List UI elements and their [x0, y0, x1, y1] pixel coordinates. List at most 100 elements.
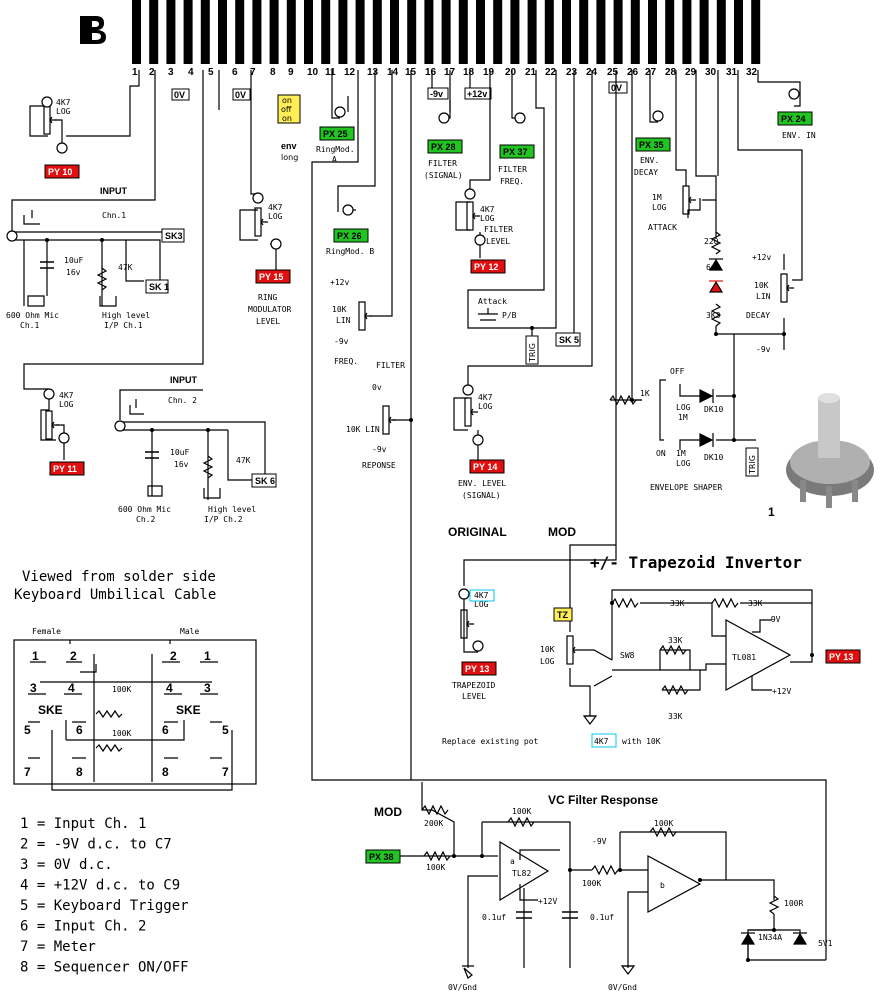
tag-tz: TZ [557, 610, 568, 620]
env-switch [277, 94, 301, 124]
pin-number: 4 [188, 67, 194, 78]
connector-pin-2: 2 [170, 649, 177, 663]
label-freq: FREQ. [334, 357, 358, 366]
label-d1n34a: 1N34A [758, 933, 782, 942]
label-ringmod_a1: RingMod. [316, 145, 355, 154]
label-op_b: b [660, 881, 665, 890]
rail-label-0v-p3: 0V [174, 90, 185, 100]
pot-py11 [45, 410, 60, 440]
tag-py14-box [469, 459, 505, 474]
legend-item: 4 = +12V d.c. to C9 [20, 878, 180, 894]
pin-number: 9 [288, 67, 294, 78]
tag-py15: PY 15 [259, 272, 283, 282]
label-m9v-decay: -9v [756, 345, 771, 354]
label-replace_a: Replace existing pot [442, 737, 539, 746]
label-ringmod_a2: A [332, 155, 337, 164]
label-mic1b: Ch.1 [20, 321, 39, 330]
connector-finger [218, 0, 227, 64]
label-r100r: 100R [784, 899, 803, 908]
tag-px24-box [777, 111, 813, 126]
pin-number: 22 [545, 67, 557, 78]
label-replace-box: 4K7 [594, 737, 609, 746]
label-z5v1: 5V1 [818, 939, 833, 948]
pin-number: 2 [149, 67, 155, 78]
connector-finger [252, 0, 262, 64]
pot-py12 [466, 201, 481, 231]
label-100k-fb2: 100K [654, 819, 673, 828]
label-1m-on: 1M [676, 449, 686, 458]
pin-number: 30 [705, 67, 717, 78]
connector-finger [476, 0, 485, 64]
label-trap_level2: LEVEL [462, 692, 486, 701]
label-replace_b: with 10K [622, 737, 661, 746]
label-dk10: DK10 [704, 405, 723, 414]
label-res47k: 47K [118, 263, 133, 272]
pin-number: 10 [307, 67, 319, 78]
tag-px37-box [499, 144, 535, 159]
connector-finger [734, 0, 743, 64]
pin-number: 19 [483, 67, 495, 78]
connector-finger [183, 0, 193, 64]
pin-number: 18 [463, 67, 475, 78]
pot-decay [780, 273, 795, 303]
tag-trig2-box [745, 447, 759, 477]
label-env_decay2: DECAY [634, 168, 658, 177]
pin-number: 8 [270, 67, 276, 78]
tag-py13b: PY 13 [829, 652, 853, 662]
label-tenk: 10K [332, 305, 347, 314]
legend-item: 6 = Input Ch. 2 [20, 919, 146, 935]
connector-finger [304, 0, 313, 64]
tag-sk5-box [555, 332, 581, 347]
label-cap01: 0.1uf [482, 913, 506, 922]
pin-number: 23 [566, 67, 578, 78]
tag-sk3-box [161, 228, 185, 243]
pot-value-4k7: 4K7 [474, 591, 489, 600]
connector-pin-4: 4 [68, 681, 75, 695]
label-res47k-2: 47K [236, 456, 251, 465]
tag-px38: PX 38 [369, 852, 394, 862]
env-label: env [281, 141, 297, 151]
connector-finger [235, 0, 245, 64]
label-lin-decay: LIN [756, 292, 771, 301]
label-100k-b: 100K [582, 879, 601, 888]
label-log-attack: LOG [652, 203, 667, 212]
label-mic2b: Ch.2 [136, 515, 155, 524]
tag-py12-box [470, 259, 506, 274]
label-gnd: 0V/Gnd [448, 983, 477, 992]
label-cap2a: 10uF [170, 448, 189, 457]
pot-value-4k7: 4K7 [268, 203, 283, 212]
label-viewed2: Keyboard Umbilical Cable [14, 587, 216, 603]
pot-taper-log: LOG [56, 107, 71, 116]
capacitors [40, 261, 578, 919]
label-off: OFF [670, 367, 685, 376]
pot-taper-log: LOG [59, 400, 74, 409]
label-pb: P/B [502, 311, 517, 320]
pot-value-4k7: 4K7 [56, 98, 71, 107]
connector-finger [286, 0, 296, 64]
label-hl1b: I/P Ch.1 [104, 321, 143, 330]
connector-finger [596, 0, 606, 64]
tag-sk6-box [251, 473, 277, 488]
pin-number: 29 [685, 67, 697, 78]
pin-number: 32 [746, 67, 758, 78]
label-onem: 1M [652, 193, 662, 202]
connector-pin-2: 2 [70, 649, 77, 663]
label-on: ON [656, 449, 666, 458]
label-log1m_a: LOG [676, 403, 691, 412]
connector-finger [269, 0, 279, 64]
connector-finger [493, 0, 503, 64]
label-op_a: a [510, 857, 515, 866]
pot-value-4k7: 4K7 [478, 393, 493, 402]
label-chn2: Chn. 2 [168, 396, 197, 405]
env-switch-off: off [281, 105, 292, 114]
pin-number: 26 [627, 67, 639, 78]
label-log1m_b: 1M [678, 413, 688, 422]
pot-photo-pin-1: 1 [768, 505, 775, 519]
connector-pin-7: 7 [222, 765, 229, 779]
connector-diagram [13, 639, 257, 791]
connector-finger [665, 0, 675, 64]
attack-button [478, 308, 498, 321]
label-tenk_log2: LOG [540, 657, 555, 666]
